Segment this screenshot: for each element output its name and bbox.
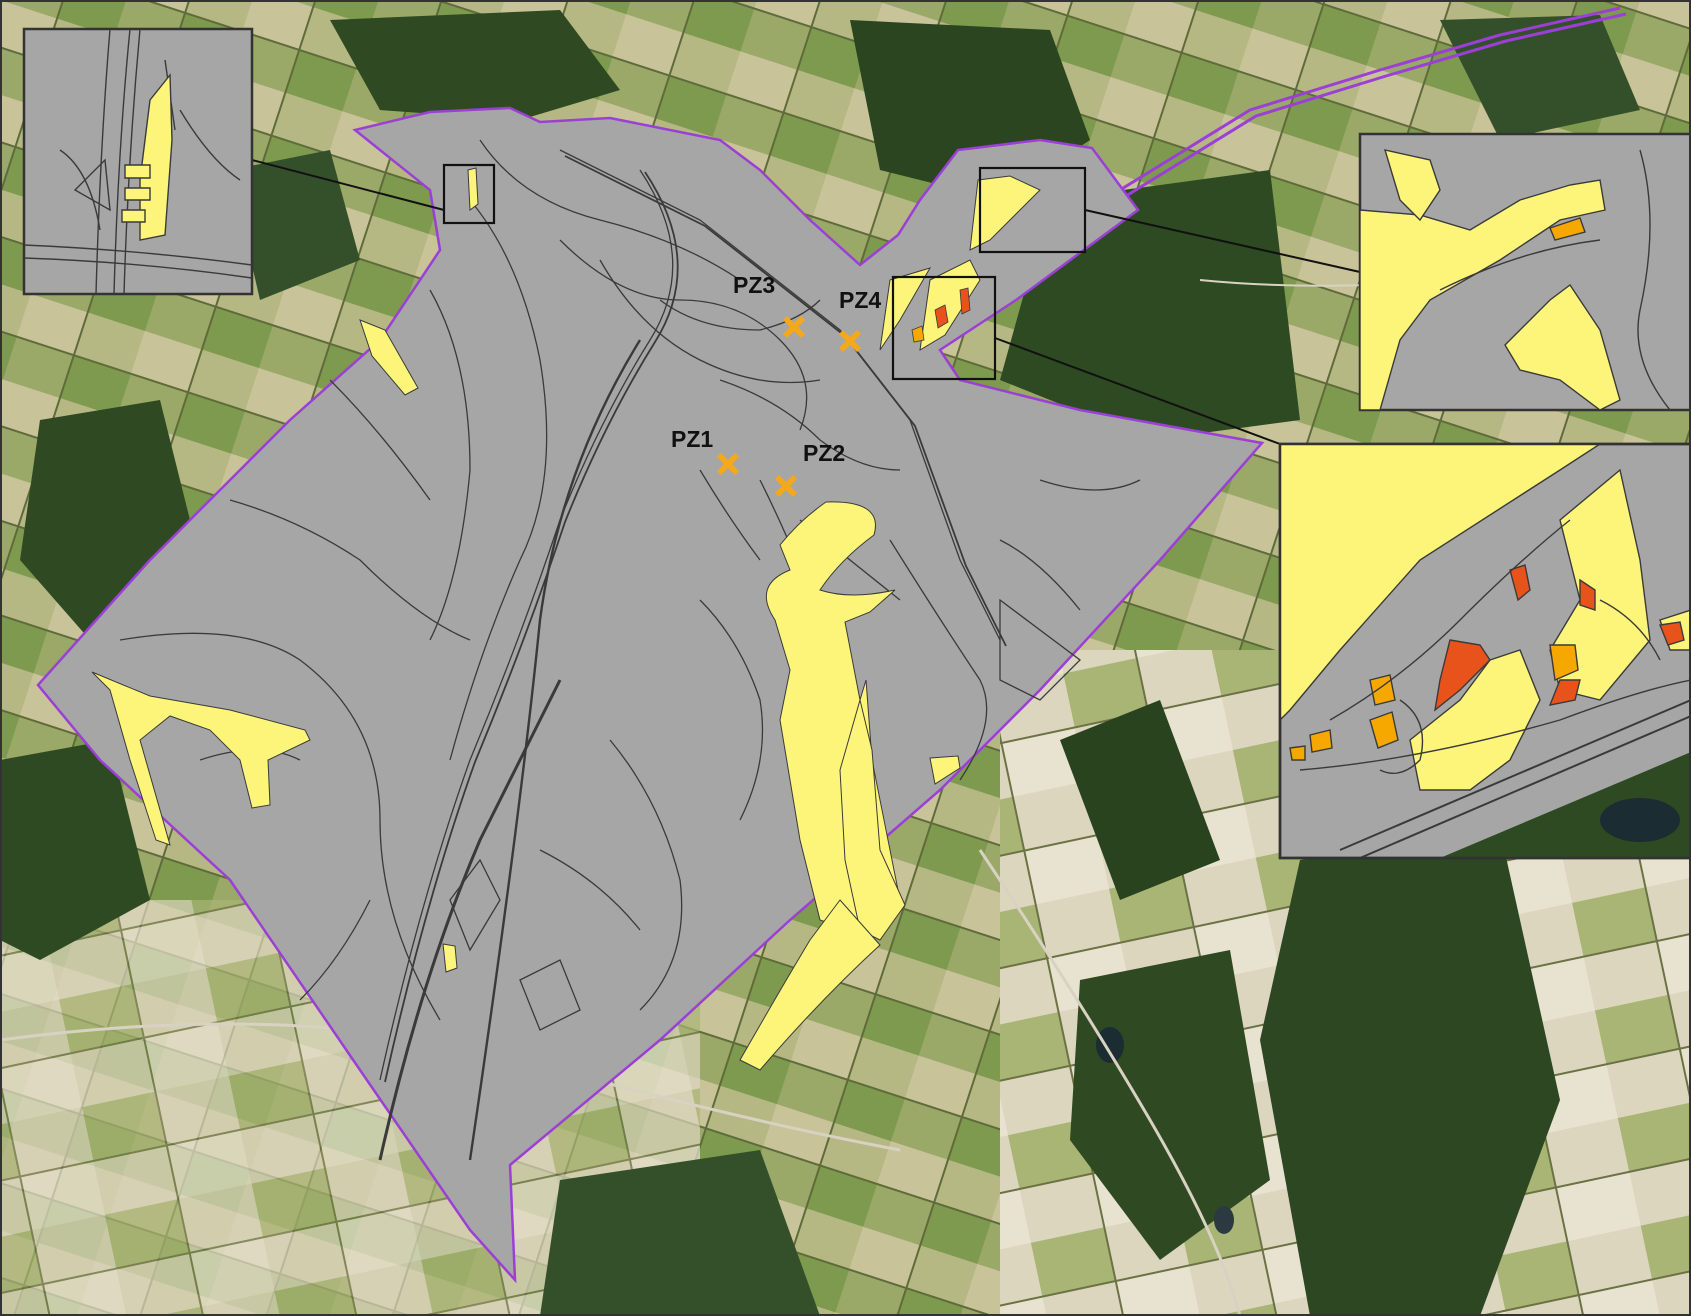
zone-yellow[interactable] <box>739 899 881 1071</box>
zone-yellow <box>1504 283 1621 410</box>
study-area[interactable] <box>36 106 1265 1284</box>
zone-orange <box>1369 674 1396 706</box>
zone-orange <box>1549 217 1586 241</box>
zone-orange <box>1549 644 1579 682</box>
zone-yellow[interactable] <box>442 943 458 973</box>
north-east-inset[interactable] <box>978 132 1691 412</box>
zone-yellow[interactable] <box>91 671 311 846</box>
zone-yellow <box>124 164 151 179</box>
piezometer-label-pz3: PZ3 <box>733 272 775 298</box>
zone-red <box>1548 679 1581 706</box>
cross-marker-icon <box>775 475 797 497</box>
zone-red[interactable] <box>934 304 949 329</box>
piezometer-pz3[interactable]: PZ3 <box>733 272 805 338</box>
cross-marker-icon <box>839 330 861 352</box>
zone-yellow[interactable] <box>467 167 479 211</box>
zone-yellow <box>1409 649 1541 791</box>
piezometer-label-pz4: PZ4 <box>839 287 881 313</box>
zone-yellow <box>121 209 146 223</box>
north-inset[interactable] <box>22 27 496 296</box>
zone-yellow <box>1280 444 1602 721</box>
zone-yellow[interactable] <box>359 319 419 396</box>
cross-marker-icon <box>783 316 805 338</box>
zone-orange[interactable] <box>911 325 925 343</box>
zone-red <box>1434 639 1491 712</box>
east-inset[interactable] <box>891 275 1691 860</box>
zone-red[interactable] <box>959 287 971 315</box>
piezometer-pz4[interactable]: PZ4 <box>839 287 881 352</box>
piezometers[interactable]: PZ1 PZ2 PZ3 PZ4 <box>671 272 881 497</box>
study-area-polygon[interactable] <box>36 106 1265 1284</box>
zone-yellow[interactable] <box>969 175 1041 251</box>
piezometer-pz2[interactable]: PZ2 <box>775 440 845 497</box>
piezometer-label-pz1: PZ1 <box>671 426 713 452</box>
cross-marker-icon <box>717 453 739 475</box>
zone-orange <box>1369 711 1399 749</box>
zone-orange <box>1309 729 1333 753</box>
zone-red <box>1659 621 1685 646</box>
zone-orange <box>1289 745 1306 761</box>
zone-yellow <box>1383 149 1441 222</box>
zone-yellow <box>1549 468 1651 701</box>
zone-red <box>1579 578 1596 611</box>
zone-red <box>1509 564 1531 602</box>
piezometer-pz1[interactable]: PZ1 <box>671 426 739 475</box>
zone-yellow[interactable] <box>839 698 906 941</box>
zone-yellow[interactable] <box>929 755 961 785</box>
zone-yellow <box>1360 179 1606 410</box>
hazard-zones[interactable] <box>91 167 1041 1071</box>
main-road <box>378 679 562 1161</box>
zone-yellow <box>124 187 151 201</box>
piezometer-label-pz2: PZ2 <box>803 440 845 466</box>
